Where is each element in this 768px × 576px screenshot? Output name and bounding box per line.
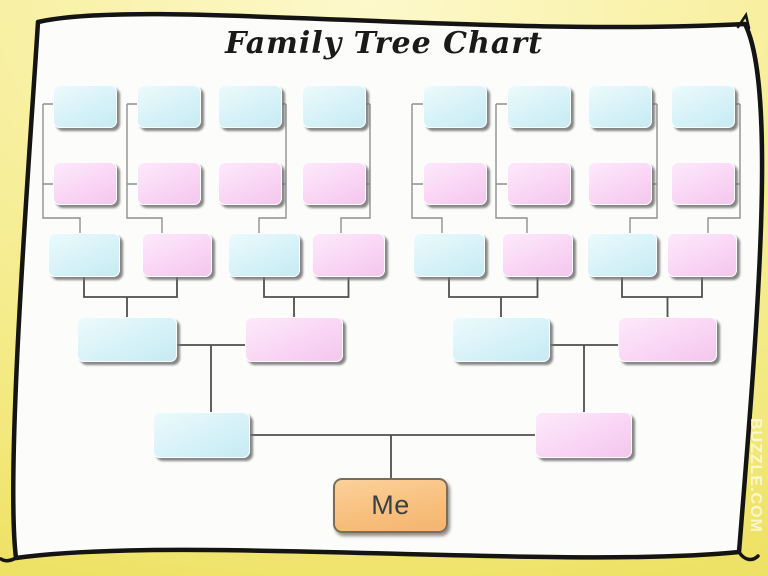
ancestor-box-r2-c3	[218, 162, 282, 205]
me-label: Me	[371, 490, 410, 520]
ancestor-box-r1-c3	[218, 85, 282, 128]
ancestor-box-r2-c4	[302, 162, 366, 205]
ancestor-box-r3-c4	[312, 233, 385, 277]
ancestor-box-r2-c1	[53, 162, 117, 205]
ancestor-box-r3-c5	[413, 233, 485, 277]
connector-lines-lower	[83, 274, 703, 481]
border-flick-bottom-right	[737, 550, 760, 562]
ancestor-box-r1-c7	[588, 85, 652, 128]
page-title: Family Tree Chart	[225, 26, 543, 61]
ancestor-box-r2-c5	[423, 162, 487, 205]
me-box: Me	[333, 478, 448, 533]
ancestor-box-r4-c1	[77, 317, 177, 362]
ancestor-box-r5-c2	[535, 412, 632, 458]
ancestor-box-r1-c1	[53, 85, 117, 128]
ancestor-box-r2-c7	[588, 162, 652, 205]
ancestor-box-r1-c8	[671, 85, 735, 128]
ancestor-box-r3-c3	[228, 233, 300, 277]
ancestor-box-r1-c4	[302, 85, 366, 128]
ancestor-box-r4-c4	[618, 317, 717, 362]
ancestor-box-r1-c5	[423, 85, 487, 128]
ancestor-box-r3-c2	[142, 233, 212, 277]
ancestor-box-r2-c6	[507, 162, 571, 205]
border-flick-bottom-left	[0, 556, 18, 563]
ancestor-box-r1-c6	[507, 85, 571, 128]
connector-path	[42, 103, 741, 236]
ancestor-box-r3-c8	[667, 233, 737, 277]
ancestor-box-r1-c2	[137, 85, 201, 128]
ancestor-box-r3-c1	[48, 233, 120, 277]
ancestor-box-r3-c7	[587, 233, 657, 277]
connector-lines-upper	[42, 103, 741, 236]
ancestor-box-r2-c2	[137, 162, 201, 205]
watermark: BUZZLE.COM	[747, 418, 764, 533]
ancestor-box-r4-c3	[452, 317, 550, 362]
ancestor-box-r3-c6	[502, 233, 573, 277]
ancestor-box-r4-c2	[245, 317, 343, 362]
border-flick-top-right	[736, 11, 751, 30]
ancestor-box-r2-c8	[671, 162, 735, 205]
ancestor-box-r5-c1	[153, 412, 250, 458]
connector-path	[83, 274, 703, 481]
